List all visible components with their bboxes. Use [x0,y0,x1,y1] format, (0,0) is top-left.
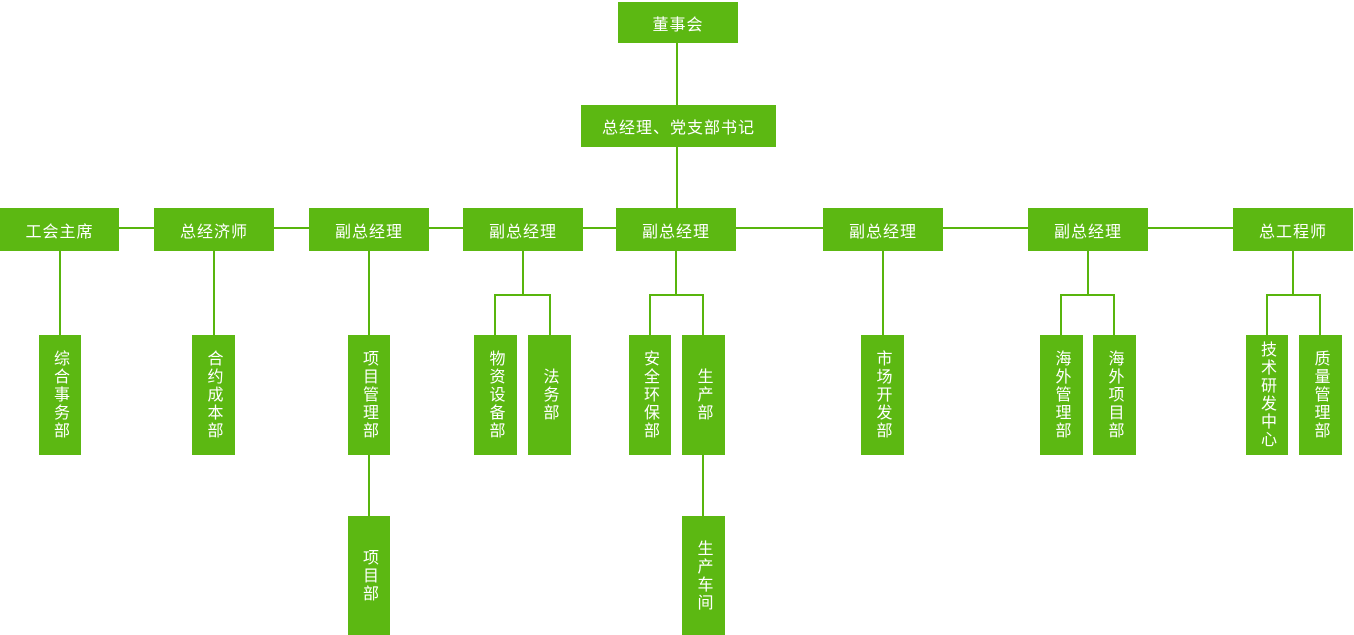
node-deputy-gm-3: 副总经理 [616,208,736,251]
connector-drop-workshop [702,455,704,516]
connector-drop-deputy-gm-1 [368,251,370,335]
node-overseas-project-dept: 海外项目部 [1093,335,1136,455]
node-union-chairman-label: 工会主席 [25,221,94,241]
node-quality-management-dept: 质量管理部 [1299,335,1342,455]
node-safety-environment-dept-label: 安全环保部 [641,350,660,440]
node-deputy-gm-4: 副总经理 [823,208,943,251]
connector-fork-d-right [1319,294,1321,335]
connector-fork-d-left [1266,294,1268,335]
connector-fork-c-stem [1087,251,1089,296]
node-overseas-management-dept: 海外管理部 [1040,335,1083,455]
node-deputy-gm-5-label: 副总经理 [1053,221,1122,241]
node-production-dept-label: 生产部 [694,368,714,422]
node-overseas-management-dept-label: 海外管理部 [1052,350,1072,440]
node-deputy-gm-2-label: 副总经理 [488,221,557,241]
node-contract-cost-dept-label: 合约成本部 [204,350,224,440]
node-quality-management-dept-label: 质量管理部 [1311,350,1331,440]
node-tech-rd-center: 技术研发中心 [1246,335,1288,455]
node-chief-engineer-label: 总工程师 [1258,221,1327,241]
node-deputy-gm-1: 副总经理 [309,208,429,251]
connector-fork-c-bar [1060,294,1115,296]
node-project-dept-label: 项目部 [360,548,379,603]
node-legal-dept: 法务部 [528,335,571,455]
connector-drop-project-dept [368,455,370,516]
node-general-affairs-dept-label: 综合事务部 [51,350,70,440]
node-chief-economist-label: 总经济师 [179,221,248,241]
connector-drop-economist [213,251,215,335]
node-production-workshop: 生产车间 [682,516,725,635]
node-general-affairs-dept: 综合事务部 [39,335,81,455]
connector-fork-c-right [1113,294,1115,335]
connector-board-stem [676,43,678,105]
node-legal-dept-label: 法务部 [540,368,560,422]
connector-fork-a-left [494,294,496,335]
node-production-dept: 生产部 [682,335,725,455]
connector-fork-d-bar [1266,294,1321,296]
node-project-dept: 项目部 [348,516,390,635]
connector-fork-b-left [649,294,651,335]
connector-fork-a-bar [494,294,551,296]
node-deputy-gm-3-label: 副总经理 [641,221,710,241]
connector-fork-b-stem [675,251,677,296]
node-project-management-dept-label: 项目管理部 [360,350,379,440]
connector-fork-a-stem [522,251,524,296]
node-union-chairman: 工会主席 [0,208,119,251]
node-deputy-gm-1-label: 副总经理 [334,221,403,241]
node-market-development-dept: 市场开发部 [861,335,904,455]
node-board-label: 董事会 [652,14,704,34]
node-materials-equipment-dept: 物资设备部 [474,335,517,455]
node-general-manager: 总经理、党支部书记 [581,105,776,147]
node-market-development-dept-label: 市场开发部 [873,350,893,440]
connector-drop-deputy-gm-4 [882,251,884,335]
node-deputy-gm-2: 副总经理 [463,208,583,251]
node-materials-equipment-dept-label: 物资设备部 [486,350,506,440]
connector-fork-a-right [549,294,551,335]
connector-fork-b-bar [649,294,704,296]
node-deputy-gm-5: 副总经理 [1028,208,1148,251]
node-safety-environment-dept: 安全环保部 [629,335,671,455]
node-production-workshop-label: 生产车间 [694,539,714,612]
node-tech-rd-center-label: 技术研发中心 [1258,341,1277,449]
node-board: 董事会 [618,2,738,43]
connector-gm-stem [676,147,678,208]
node-chief-engineer: 总工程师 [1233,208,1353,251]
node-deputy-gm-4-label: 副总经理 [848,221,917,241]
node-chief-economist: 总经济师 [154,208,274,251]
connector-fork-b-right [702,294,704,335]
node-general-manager-label: 总经理、党支部书记 [601,118,755,137]
connector-drop-union [59,251,61,335]
node-project-management-dept: 项目管理部 [348,335,390,455]
connector-fork-d-stem [1292,251,1294,296]
connector-fork-c-left [1060,294,1062,335]
node-contract-cost-dept: 合约成本部 [192,335,235,455]
node-overseas-project-dept-label: 海外项目部 [1105,350,1125,440]
